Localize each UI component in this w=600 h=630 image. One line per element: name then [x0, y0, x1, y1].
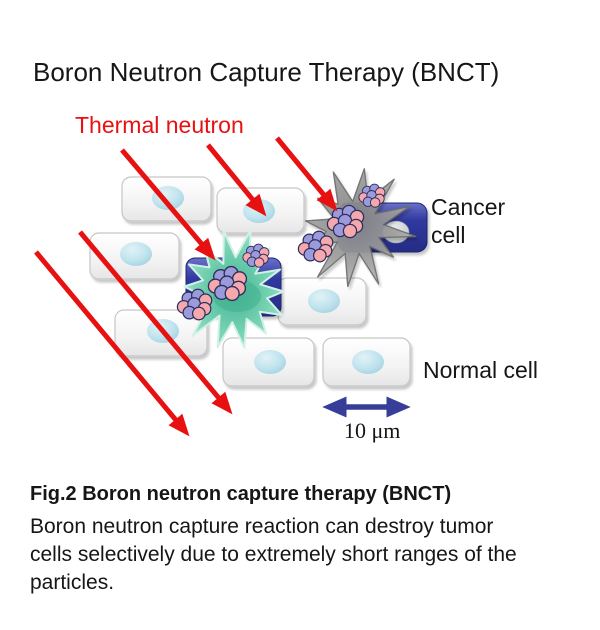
alpha-particle — [224, 285, 240, 302]
cell-nucleus — [352, 350, 384, 374]
thermal-neutron-arrows — [34, 136, 338, 437]
alpha-particle — [253, 257, 265, 268]
scale-label: 10 μm — [344, 418, 401, 443]
particle-cluster — [207, 265, 248, 302]
alpha-particle — [369, 197, 381, 208]
neutron-arrow — [78, 230, 233, 415]
neutron-arrow — [34, 250, 190, 437]
neutron-arrow — [120, 148, 216, 261]
figure-caption-heading: Fig.2 Boron neutron capture therapy (BNC… — [30, 483, 452, 505]
cancer-cell-label: Cancer cell — [431, 194, 506, 248]
alpha-particle — [342, 223, 358, 239]
normal-cell — [277, 277, 367, 326]
particle-clusters — [176, 183, 386, 321]
page-title: Boron Neutron Capture Therapy (BNCT) — [33, 57, 500, 87]
neutron-arrow — [206, 143, 267, 217]
normal-cell — [322, 337, 411, 387]
cell-nucleus — [308, 289, 340, 313]
cell-nucleus — [254, 350, 286, 374]
normal-cell — [222, 337, 315, 387]
normal-cells — [89, 176, 411, 387]
particle-cluster — [297, 230, 334, 263]
normal-cell-label: Normal cell — [423, 357, 539, 383]
thermal-neutron-label: Thermal neutron — [75, 112, 244, 138]
alpha-particle — [312, 248, 327, 263]
cell-nucleus — [120, 242, 152, 266]
particle-cluster — [242, 243, 270, 268]
normal-cell — [89, 232, 180, 280]
figure-caption-body: Boron neutron capture reaction can destr… — [30, 515, 517, 594]
alpha-particle — [191, 306, 206, 321]
particle-cluster — [358, 183, 386, 208]
neutron-arrow — [275, 136, 338, 212]
particle-cluster — [326, 204, 365, 239]
particle-cluster — [176, 288, 213, 321]
